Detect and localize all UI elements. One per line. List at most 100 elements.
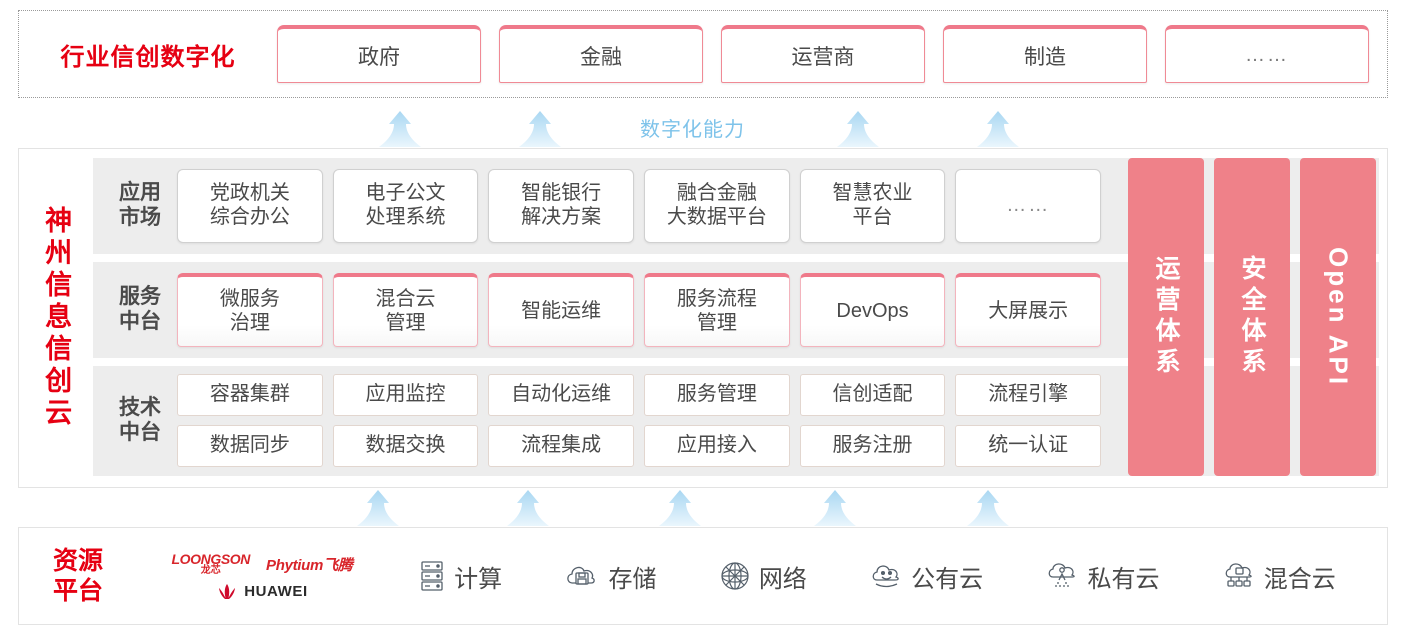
layer-label-line1: 技术 — [119, 396, 161, 420]
network-mesh-icon — [719, 560, 751, 592]
app-card-more[interactable]: …… — [955, 169, 1102, 243]
resource-title-line2: 平台 — [52, 577, 103, 605]
svc-card-service-process-management[interactable]: 服务流程 管理 — [644, 273, 790, 347]
tech-card-application-monitoring[interactable]: 应用监控 — [332, 374, 479, 416]
tech-card-container-cluster[interactable]: 容器集群 — [177, 374, 323, 416]
technical-platform-row-2: 数据同步 数据交换 流程集成 应用接入 服务注册 统一认证 — [177, 424, 1102, 469]
capability-arrow-row — [0, 108, 1402, 148]
app-card-edoc-system[interactable]: 电子公文 处理系统 — [332, 169, 479, 243]
svc-card-hybrid-cloud-management[interactable]: 混合云 管理 — [332, 273, 479, 347]
side-panel-label: Open API — [1323, 246, 1354, 388]
cell-line2: 平台 — [852, 206, 893, 228]
up-arrow-icon — [812, 489, 858, 527]
tech-card-service-registry[interactable]: 服务注册 — [799, 424, 946, 467]
cloud-platform-title-text: 神州信息信创云 — [41, 206, 72, 430]
side-panel-label: 安全体系 — [1238, 255, 1266, 379]
resource-item-public-cloud[interactable]: 公有云 — [869, 559, 983, 594]
phytium-logo: Phytium飞腾 — [266, 556, 353, 574]
tech-card-data-sync[interactable]: 数据同步 — [177, 424, 323, 467]
resource-item-label: 计算 — [454, 565, 503, 593]
layer-label-line2: 中台 — [119, 421, 161, 444]
up-arrow-icon — [835, 110, 881, 148]
app-card-smart-agriculture[interactable]: 智慧农业 平台 — [799, 169, 946, 243]
tech-card-data-exchange[interactable]: 数据交换 — [332, 424, 479, 467]
cell-line1: 智慧农业 — [832, 182, 913, 205]
application-market-items: 党政机关 综合办公 电子公文 处理系统 智能银行 解决方案 — [177, 166, 1369, 246]
svc-card-intelligent-ops[interactable]: 智能运维 — [488, 273, 635, 347]
app-card-finance-bigdata[interactable]: 融合金融 大数据平台 — [644, 169, 790, 243]
cloud-storage-icon — [564, 561, 600, 591]
resource-item-network[interactable]: 网络 — [719, 559, 807, 594]
tech-card-application-access[interactable]: 应用接入 — [644, 424, 790, 467]
industry-card-manufacturing[interactable]: 制造 — [943, 25, 1147, 83]
service-platform-items: 微服务 治理 混合云 管理 智能运维 — [177, 270, 1369, 350]
industry-band: 行业信创数字化 政府 金融 运营商 制造 …… — [18, 10, 1388, 98]
technical-platform-items: 容器集群 应用监控 自动化运维 服务管理 信创适配 流程引擎 数据同步 数据交换… — [177, 374, 1369, 468]
side-panel-group: 运营体系 安全体系 Open API — [1128, 158, 1376, 476]
huawei-logo-text: HUAWEI — [244, 582, 308, 600]
industry-card-list: 政府 金融 运营商 制造 …… — [277, 11, 1387, 97]
industry-card-operator[interactable]: 运营商 — [721, 25, 925, 83]
loongson-logo-cn: 龙芯 — [200, 565, 221, 576]
layer-label-technical-platform: 技术 中台 — [103, 396, 177, 446]
up-arrow-icon — [355, 489, 401, 527]
resource-item-private-cloud[interactable]: 私有云 — [1045, 559, 1159, 594]
tech-card-automated-ops[interactable]: 自动化运维 — [488, 374, 635, 416]
side-panel-open-api[interactable]: Open API — [1300, 158, 1376, 476]
side-panel-security-system[interactable]: 安全体系 — [1214, 158, 1290, 476]
server-icon — [418, 560, 446, 592]
up-arrow-icon — [965, 489, 1011, 527]
cell-line2: 大数据平台 — [666, 206, 767, 228]
resource-item-label: 私有云 — [1087, 565, 1160, 593]
app-card-government-office[interactable]: 党政机关 综合办公 — [177, 169, 323, 243]
svc-card-devops[interactable]: DevOps — [799, 273, 946, 347]
up-arrow-icon — [517, 110, 563, 148]
cell-line1: DevOps — [836, 299, 909, 322]
svc-card-large-screen-display[interactable]: 大屏展示 — [955, 273, 1102, 347]
cell-line1: 大屏展示 — [988, 299, 1069, 322]
capability-label: 数字化能力 — [640, 119, 745, 141]
up-arrow-icon — [975, 110, 1021, 148]
side-panel-operations-system[interactable]: 运营体系 — [1128, 158, 1204, 476]
up-arrow-icon — [377, 110, 423, 148]
resource-item-label: 网络 — [758, 565, 807, 593]
cell-line2: 治理 — [229, 311, 270, 334]
industry-card-more[interactable]: …… — [1165, 25, 1369, 83]
huawei-logo: HUAWEI — [216, 582, 308, 600]
industry-card-government[interactable]: 政府 — [277, 25, 481, 83]
private-cloud-icon — [1045, 561, 1079, 591]
resource-item-storage[interactable]: 存储 — [564, 559, 656, 594]
layer-label-line2: 中台 — [119, 310, 161, 333]
up-arrow-icon — [657, 489, 703, 527]
cell-line2: 解决方案 — [521, 206, 602, 228]
tech-card-xinchuang-adaptation[interactable]: 信创适配 — [799, 374, 946, 416]
tech-card-process-integration[interactable]: 流程集成 — [488, 424, 635, 467]
cell-line1: 党政机关 — [209, 182, 290, 205]
cell-line1: 混合云 — [375, 287, 436, 310]
svc-card-microservice-governance[interactable]: 微服务 治理 — [177, 273, 323, 347]
app-card-smart-bank[interactable]: 智能银行 解决方案 — [488, 169, 635, 243]
loongson-logo: LOONGSON 龙芯 — [172, 552, 251, 576]
resource-item-label: 存储 — [608, 565, 657, 593]
resource-item-compute[interactable]: 计算 — [418, 559, 502, 594]
resource-platform-band: 资源 平台 LOONGSON 龙芯 Phytium飞腾 — [18, 527, 1388, 625]
resource-item-label: 混合云 — [1263, 565, 1336, 593]
cell-line1: 智能银行 — [521, 182, 602, 205]
cell-line2: 综合办公 — [209, 206, 290, 228]
layer-label-application-market: 应用 市场 — [103, 181, 177, 231]
cell-line1: 微服务 — [219, 287, 280, 310]
tech-card-service-management[interactable]: 服务管理 — [644, 374, 790, 416]
layer-label-line1: 服务 — [119, 285, 161, 309]
tech-card-unified-auth[interactable]: 统一认证 — [955, 424, 1102, 467]
huawei-flower-icon — [216, 582, 238, 600]
cell-line2: 管理 — [696, 311, 737, 334]
cell-line1: 智能运维 — [521, 299, 602, 322]
tech-card-process-engine[interactable]: 流程引擎 — [955, 374, 1102, 416]
vendor-logo-group: LOONGSON 龙芯 Phytium飞腾 HUAWEI — [137, 552, 387, 600]
side-panel-label: 运营体系 — [1152, 255, 1180, 379]
industry-card-finance[interactable]: 金融 — [499, 25, 703, 83]
cloud-platform-title: 神州信息信创云 — [19, 149, 93, 487]
resource-item-hybrid-cloud[interactable]: 混合云 — [1222, 559, 1336, 594]
industry-band-title: 行业信创数字化 — [60, 43, 236, 71]
